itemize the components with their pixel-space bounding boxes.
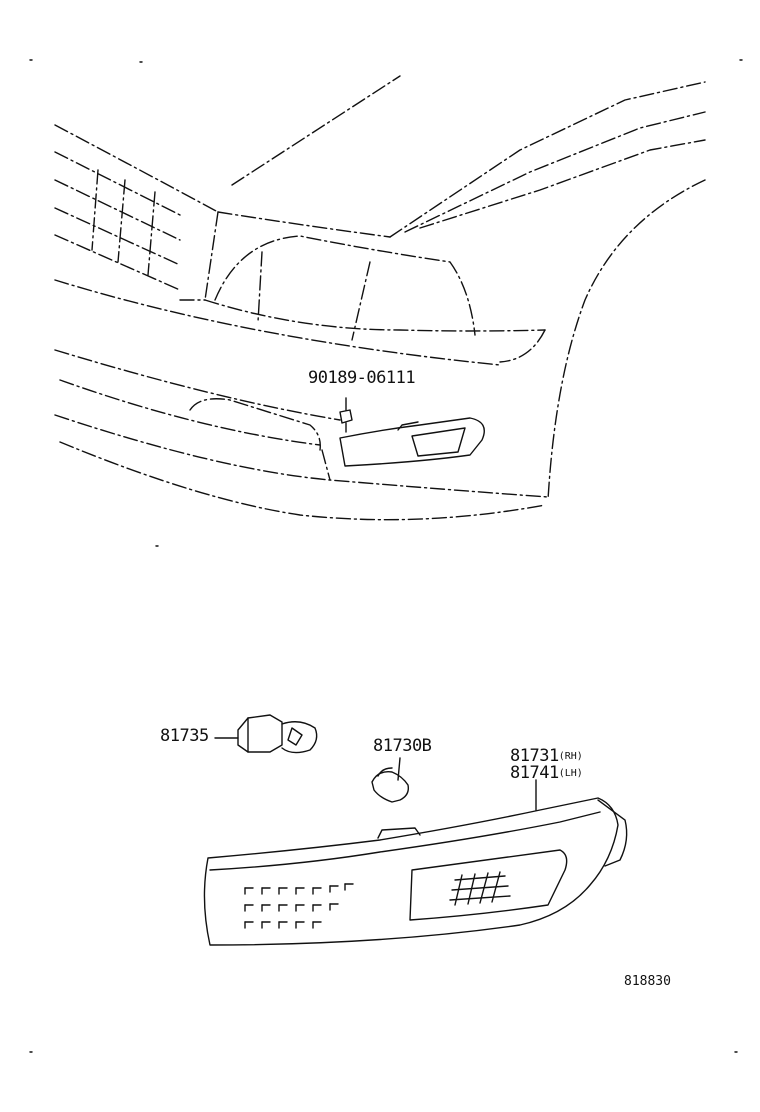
- lamp-lh-side: (LH): [558, 768, 583, 779]
- lamp-lh-part-number: 81741(LH): [510, 763, 583, 783]
- vehicle-outline: [54, 75, 706, 521]
- socket-icon: [214, 714, 318, 754]
- corner-marks: [29, 59, 743, 1053]
- lamp-rh-number: 81731: [510, 746, 559, 766]
- lamp-assembly-icon: [203, 779, 628, 946]
- clip-part-number: 90189-06111: [308, 368, 416, 388]
- installed-lamp-outline: [339, 417, 485, 467]
- clip-icon: [339, 397, 353, 433]
- diagram-reference-number: 818830: [624, 974, 671, 989]
- lamp-rh-side: (RH): [558, 751, 583, 762]
- socket-part-number: 81735: [160, 726, 209, 746]
- bulb-icon: [371, 757, 410, 803]
- lamp-lh-number: 81741: [510, 763, 559, 783]
- bulb-part-number: 81730B: [373, 736, 432, 756]
- lamp-rh-part-number: 81731(RH): [510, 746, 583, 766]
